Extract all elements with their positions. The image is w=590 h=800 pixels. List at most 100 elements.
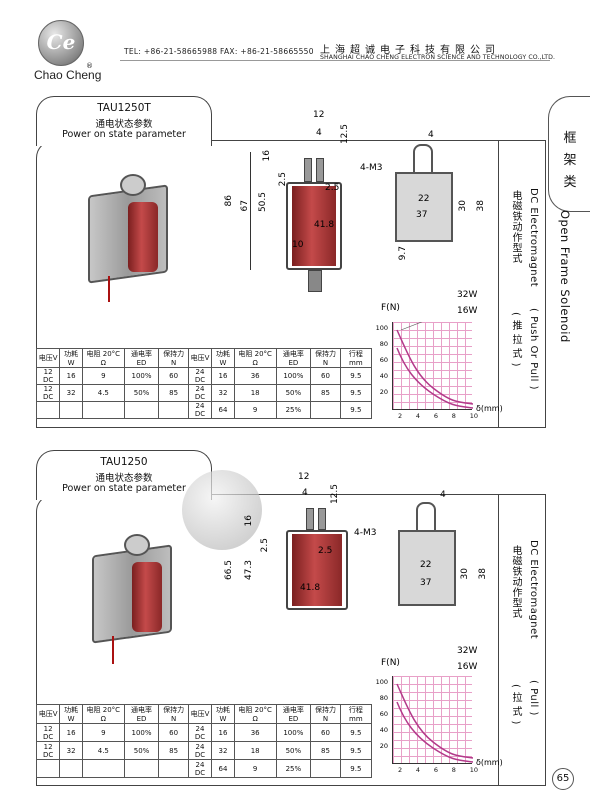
dim-line-vertical	[250, 152, 251, 270]
curve-32w	[396, 329, 473, 405]
push-pull-cn: ( 推 拉 式 )	[510, 312, 521, 368]
x-tick: 6	[433, 766, 438, 774]
section-2-side-column	[498, 494, 546, 786]
dim-38: 38	[476, 200, 486, 212]
x-tick: 8	[451, 766, 456, 774]
force-axis-label: F(N)	[381, 658, 400, 668]
y-tick: 100	[375, 324, 388, 332]
pull-cn: ( 拉 式 )	[510, 684, 521, 725]
page-number: 65	[552, 768, 574, 790]
y-tick: 80	[379, 340, 388, 348]
curve-32w	[396, 683, 473, 759]
col-stroke: 行程 mm	[339, 704, 373, 724]
col-voltage-2: 电压V	[187, 704, 213, 724]
x-tick: 10	[469, 766, 478, 774]
x-tick: 2	[398, 412, 403, 420]
dim-37: 37	[420, 578, 432, 588]
solenoid-photo	[88, 174, 178, 302]
col-duty: 通电率 ED	[123, 704, 160, 724]
x-tick: 4	[415, 766, 421, 774]
force-axis-label: F(N)	[381, 303, 400, 313]
dim-2-5-right: 2.5	[318, 546, 333, 556]
legend-32w: 32W	[457, 646, 478, 656]
col-duty: 通电率 ED	[123, 348, 160, 368]
y-tick: 80	[379, 694, 388, 702]
section-2-title-box	[36, 450, 212, 500]
col-duty-2: 通电率 ED	[275, 704, 312, 724]
dc-electromagnet-label: DC Electromagnet	[528, 540, 539, 640]
dc-electromagnet-label: DC Electromagnet	[528, 188, 539, 288]
col-voltage: 电压V	[35, 348, 61, 368]
product-section-2	[36, 494, 546, 786]
curve-16w	[396, 347, 473, 409]
spec-table: 电压V 功耗W 电阻 20°C Ω 通电率 ED 保持力 N 电压V 功耗W 电…	[35, 348, 373, 419]
dim-38: 38	[478, 568, 488, 580]
registered-mark: ®	[86, 62, 93, 70]
force-stroke-graph	[392, 676, 473, 764]
dim-2-5-left: 2.5	[260, 538, 270, 553]
y-tick: 20	[379, 742, 388, 750]
dim-30: 30	[460, 568, 470, 580]
y-tick: 40	[379, 372, 388, 380]
state-label-cn: 通电状态参数	[95, 473, 153, 484]
col-holding: 保持力 N	[158, 348, 189, 368]
company-logo	[38, 20, 84, 66]
product-section-1	[36, 140, 546, 428]
dim-67: 67	[240, 200, 250, 212]
col-resistance-2: 电阻 20°C Ω	[233, 704, 277, 724]
table-header-row: 电压V 功耗W 电阻 20°C Ω 通电率 ED 保持力 N 电压V 功耗W 电…	[35, 704, 373, 724]
dim-9-7: 9.7	[398, 246, 408, 261]
col-power-2: 功耗W	[211, 704, 235, 724]
legend-16w: 16W	[457, 306, 478, 316]
y-tick: 100	[375, 678, 388, 686]
col-resistance-2: 电阻 20°C Ω	[233, 348, 277, 368]
legend-16w: 16W	[457, 662, 478, 672]
header-divider	[120, 60, 550, 61]
x-ticks: 2 4 6 8 10	[398, 766, 478, 774]
col-stroke: 行程 mm	[339, 348, 373, 368]
company-name-en: SHANGHAI CHAO CHENG ELECTRON SCIENCE AND…	[320, 54, 556, 61]
col-duty-2: 通电率 ED	[275, 348, 312, 368]
brand-name: Chao Cheng	[34, 68, 102, 82]
col-holding: 保持力 N	[158, 704, 189, 724]
state-label-en: Power on state parameter	[62, 129, 186, 140]
contact-info: TEL: +86-21-58665988 FAX: +86-21-5866555…	[124, 47, 314, 56]
dim-50-5: 50.5	[258, 192, 268, 213]
watermark-seal	[182, 470, 262, 550]
category-tab-label: 框 架 类	[562, 128, 578, 194]
col-voltage: 电压V	[35, 704, 61, 724]
x-tick: 2	[398, 766, 403, 774]
dim-22: 22	[420, 560, 432, 570]
y-tick: 20	[379, 388, 388, 396]
x-tick: 8	[451, 412, 456, 420]
col-holding-2: 保持力 N	[310, 704, 341, 724]
dim-12: 12	[298, 472, 310, 482]
dim-12: 12	[313, 110, 325, 120]
company-name-cn: 上海超诚电子科技有限公司	[320, 45, 500, 56]
dim-phi-4: 4	[428, 130, 434, 140]
dim-41-8: 41.8	[314, 220, 335, 230]
dim-16: 16	[244, 515, 254, 527]
table-header-row: 电压V 功耗W 电阻 20°C Ω 通电率 ED 保持力 N 电压V 功耗W 电…	[35, 348, 373, 368]
dim-66-5: 66.5	[224, 560, 234, 581]
y-tick: 60	[379, 710, 388, 718]
dim-86: 86	[224, 195, 234, 207]
dim-phi-4: 4	[440, 490, 446, 500]
front-view-drawing	[395, 144, 453, 242]
logo-mark: Ce	[46, 30, 76, 54]
side-view-drawing	[272, 500, 367, 620]
dim-12-5: 12.5	[340, 124, 350, 145]
model-name: TAU1250T	[97, 102, 151, 114]
y-tick: 40	[379, 726, 388, 734]
dim-10: 10	[292, 240, 304, 250]
category-english: Open Frame Solenoid	[558, 210, 572, 343]
dim-16: 16	[262, 150, 272, 162]
section-1-title-box	[36, 96, 212, 146]
dim-4-m3: 4-M3	[360, 163, 383, 173]
col-power-2: 功耗W	[211, 348, 235, 368]
section-1-side-column	[498, 140, 546, 428]
